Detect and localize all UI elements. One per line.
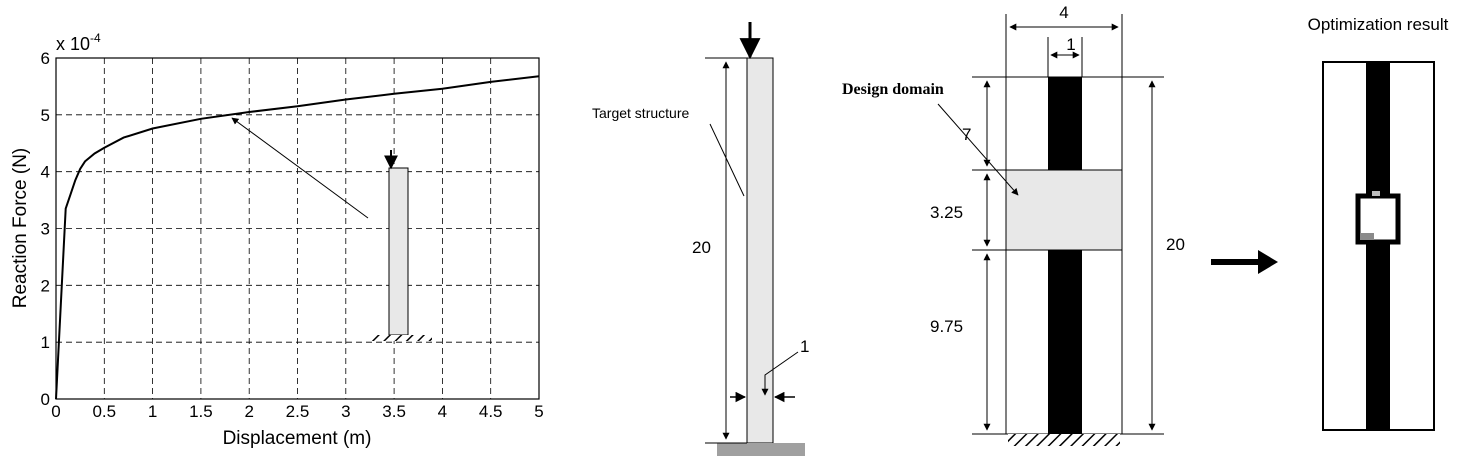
x-tick-label: 1 bbox=[148, 402, 157, 421]
segment-label-bottom: 9.75 bbox=[930, 317, 963, 336]
width-dimension-label: 1 bbox=[800, 337, 809, 356]
target-structure-label: Target structure bbox=[592, 105, 689, 121]
y-tick-label: 2 bbox=[41, 276, 50, 295]
inset-column-sketch bbox=[231, 117, 432, 341]
y-tick-label: 3 bbox=[41, 220, 50, 239]
design-domain-label: Design domain bbox=[842, 81, 944, 98]
inset-column bbox=[388, 167, 409, 336]
x-tick-label: 5 bbox=[534, 402, 543, 421]
result-title: Optimization result bbox=[1308, 15, 1449, 34]
width-leader-line bbox=[761, 351, 799, 396]
y-axis-label: Reaction Force (N) bbox=[10, 148, 31, 309]
target-leader-line bbox=[709, 123, 745, 197]
ground-support bbox=[717, 443, 805, 456]
target-structure-diagram: 20 Target structure 1 bbox=[592, 22, 809, 456]
y-tick-label: 6 bbox=[41, 49, 50, 68]
y-exponent: -4 bbox=[90, 31, 101, 45]
height-dimension-label: 20 bbox=[692, 238, 711, 257]
x-tick-label: 4 bbox=[438, 402, 447, 421]
y-tick-label: 1 bbox=[41, 333, 50, 352]
lower-bar bbox=[1048, 250, 1082, 434]
reaction-force-chart: 0 0.5 1 1.5 2 2.5 3 3.5 4 4.5 5 0 1 2 3 4 5 6 x 10-4 Disp… bbox=[10, 31, 544, 449]
x-tick-label: 0 bbox=[51, 402, 60, 421]
x-tick-label: 4.5 bbox=[479, 402, 503, 421]
x-tick-label: 1.5 bbox=[189, 402, 213, 421]
design-domain-leader bbox=[937, 103, 1019, 196]
segment-label-top: 7 bbox=[962, 125, 971, 144]
inner-width-label: 1 bbox=[1066, 35, 1075, 54]
result-gray-patch-bottom bbox=[1360, 233, 1374, 240]
inset-support bbox=[372, 335, 432, 341]
y-tick-label: 5 bbox=[41, 106, 50, 125]
y-multiplier: x 10-4 bbox=[56, 31, 101, 54]
force-displacement-curve bbox=[55, 75, 540, 400]
upper-bar bbox=[1048, 77, 1082, 170]
outer-width-label: 4 bbox=[1059, 3, 1068, 22]
tick-labels: 0 0.5 1 1.5 2 2.5 3 3.5 4 4.5 5 0 1 2 3 4 5 6 bbox=[41, 49, 544, 421]
optimization-result: Optimization result bbox=[1308, 15, 1449, 431]
fixed-support bbox=[1008, 434, 1120, 446]
result-arrow-head bbox=[1258, 250, 1278, 274]
x-tick-label: 3.5 bbox=[382, 402, 406, 421]
y-tick-label: 0 bbox=[41, 390, 50, 409]
x-axis-label: Displacement (m) bbox=[223, 428, 372, 449]
x-tick-label: 2.5 bbox=[286, 402, 310, 421]
design-domain-region bbox=[1005, 169, 1123, 251]
chart-grid bbox=[56, 58, 539, 399]
total-height-label: 20 bbox=[1166, 235, 1185, 254]
y-tick-label: 4 bbox=[41, 163, 50, 182]
x-tick-label: 2 bbox=[244, 402, 253, 421]
result-bar-bottom bbox=[1366, 244, 1390, 430]
pointer-arrow bbox=[231, 117, 369, 219]
design-domain-diagram: 4 1 7 3.25 9.75 20 Design domain bbox=[842, 3, 1185, 446]
x-tick-label: 0.5 bbox=[92, 402, 116, 421]
segment-label-middle: 3.25 bbox=[930, 203, 963, 222]
plot-frame bbox=[55, 57, 540, 400]
result-bar-top bbox=[1366, 62, 1390, 194]
result-gray-patch-top bbox=[1372, 191, 1380, 196]
x-tick-label: 3 bbox=[341, 402, 350, 421]
target-column bbox=[746, 57, 774, 444]
